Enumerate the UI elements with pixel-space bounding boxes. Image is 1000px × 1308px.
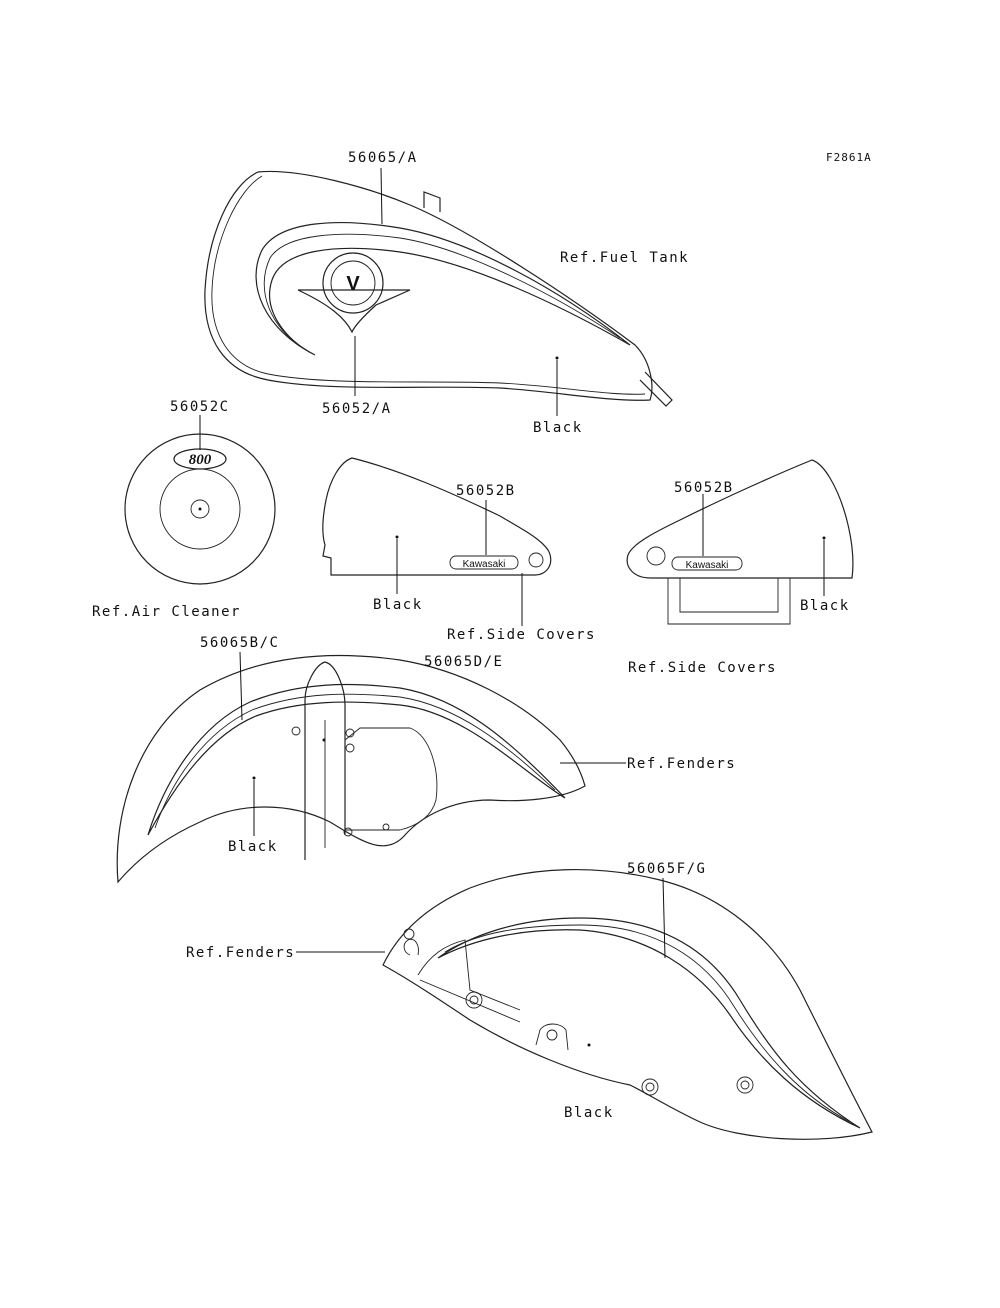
label-ref-side-covers-right: Ref.Side Covers	[628, 660, 777, 676]
label-front-fender-stripe-de: 56065D/E	[424, 654, 504, 670]
fuel-tank: V	[204, 170, 673, 407]
label-side-cover-left-black: Black	[373, 597, 423, 613]
side-cover-left: Kawasaki	[322, 457, 552, 576]
rear-fender	[382, 869, 873, 1140]
figure-id: F2861A	[826, 151, 872, 164]
label-tank-emblem: 56052/A	[322, 401, 392, 417]
label-front-fender-stripe-bc: 56065B/C	[200, 635, 280, 651]
label-ref-fenders-front: Ref.Fenders	[627, 756, 737, 772]
label-ref-fenders-rear: Ref.Fenders	[186, 945, 296, 961]
label-ref-side-covers-left: Ref.Side Covers	[447, 627, 596, 643]
side-cover-right-badge: Kawasaki	[686, 560, 729, 571]
label-front-fender-black: Black	[228, 839, 278, 855]
label-side-cover-right-black: Black	[800, 598, 850, 614]
side-cover-left-badge: Kawasaki	[463, 559, 506, 570]
label-tank-black: Black	[533, 420, 583, 436]
label-side-cover-left-part: 56052B	[456, 483, 516, 499]
label-side-cover-right-part: 56052B	[674, 480, 734, 496]
label-rear-fender-stripe: 56065F/G	[627, 861, 707, 877]
label-tank-stripe: 56065/A	[348, 150, 418, 166]
air-cleaner-badge: 800	[189, 452, 212, 468]
label-ref-fuel-tank: Ref.Fuel Tank	[560, 250, 690, 266]
tank-emblem-letter: V	[346, 273, 360, 295]
label-ref-air-cleaner: Ref.Air Cleaner	[92, 604, 241, 620]
label-rear-fender-black: Black	[564, 1105, 614, 1121]
side-cover-right: Kawasaki	[626, 459, 854, 625]
air-cleaner: 800	[124, 433, 276, 585]
front-fender	[116, 654, 586, 884]
label-air-cleaner-part: 56052C	[170, 399, 230, 415]
